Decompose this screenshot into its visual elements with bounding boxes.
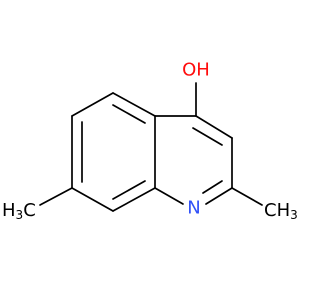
bond-c2-n1 bbox=[205, 187, 233, 205]
hydroxyl-label: OH bbox=[182, 60, 210, 81]
bond-c2-methyl bbox=[231, 187, 263, 206]
bond-c8-c8a-inner bbox=[112, 180, 146, 200]
bond-c4-c3 bbox=[195, 115, 233, 139]
methyl-right-subscript: 3 bbox=[290, 208, 298, 222]
methyl-left-subscript: 3 bbox=[16, 208, 24, 222]
methyl-left-label: H3C bbox=[2, 200, 36, 223]
bond-c8-c8a bbox=[112, 187, 156, 212]
bond-c2-n1-inner bbox=[202, 180, 223, 194]
methyl-left-tail: C bbox=[23, 200, 36, 221]
bond-c4a-c5-inner bbox=[112, 104, 146, 124]
bond-c4a-c5 bbox=[112, 92, 156, 117]
methyl-right-main: CH bbox=[264, 200, 290, 221]
methyl-left-main: H bbox=[2, 200, 16, 221]
bond-c7-c8 bbox=[71, 187, 114, 212]
bond-n1-c8a bbox=[154, 187, 184, 205]
nitrogen-label: N bbox=[187, 198, 200, 219]
molecule-diagram: OH N CH3 H3C bbox=[2, 59, 298, 223]
bond-c5-c6 bbox=[71, 92, 114, 117]
methyl-right-label: CH3 bbox=[264, 200, 298, 223]
structure-drawing: OH N CH3 H3C bbox=[2, 60, 298, 223]
bond-c7-methyl bbox=[39, 187, 73, 206]
bond-c4-c3-inner bbox=[192, 127, 223, 146]
